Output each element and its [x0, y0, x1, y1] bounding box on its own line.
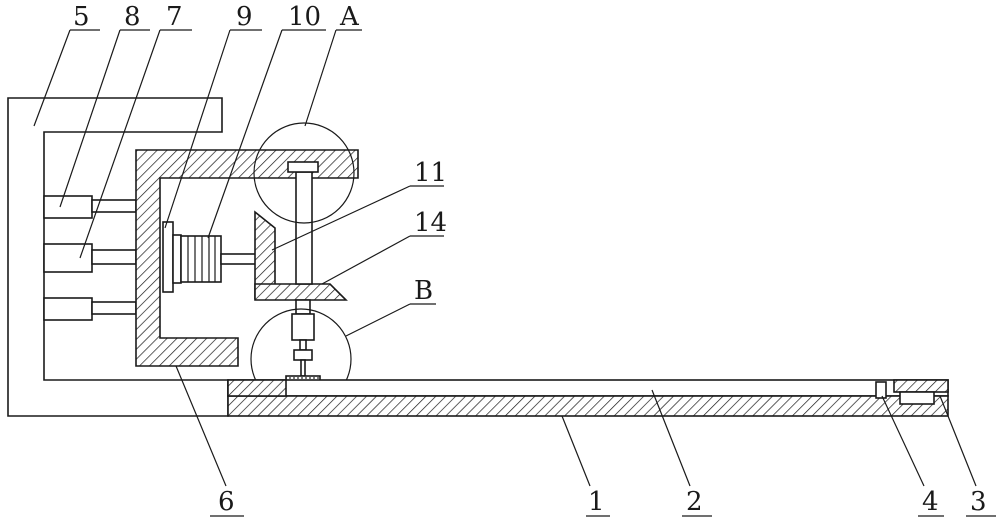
label-5: 5 — [73, 2, 90, 32]
label-3: 3 — [970, 487, 987, 517]
label-11: 11 — [414, 158, 447, 188]
label-2: 2 — [686, 487, 703, 517]
vertical-shaft — [295, 171, 313, 285]
cylinder-middle — [43, 243, 93, 273]
rod-middle — [91, 249, 137, 265]
cylinder-lower — [43, 297, 93, 321]
label-10: 10 — [288, 2, 321, 32]
shaft-lower-link — [293, 349, 313, 361]
part-10-motor — [180, 235, 222, 283]
label-4: 4 — [922, 487, 939, 517]
label-a: A — [339, 2, 360, 32]
shaft-top-cap — [287, 161, 319, 173]
shaft-lower-block — [291, 313, 315, 341]
label-14: 14 — [414, 208, 447, 238]
motor-shaft — [220, 253, 260, 265]
part-4-stop — [875, 381, 887, 399]
label-9: 9 — [236, 2, 253, 32]
part-2-channel — [227, 379, 949, 397]
label-8: 8 — [124, 2, 141, 32]
part-labels: 5 8 7 9 10 A 11 14 B 6 1 2 4 3 — [73, 2, 987, 517]
label-b: B — [414, 276, 433, 306]
shaft-coupling — [295, 299, 311, 315]
part-1-base-left-end — [227, 379, 287, 397]
part-6-bracket — [135, 149, 359, 367]
detail-circle-a — [253, 122, 355, 224]
part-9-plate — [162, 221, 174, 293]
label-1: 1 — [588, 487, 605, 517]
shaft-lower-pin — [300, 359, 306, 377]
cylinder-group — [43, 195, 137, 321]
part-3-end-block — [893, 379, 949, 393]
part-14-bevel-gear — [254, 283, 348, 301]
part-1-base-plate — [227, 395, 949, 417]
part-5-frame — [7, 97, 229, 417]
part-10-motor-body — [172, 234, 182, 284]
leader-lines — [33, 29, 996, 517]
label-6: 6 — [218, 487, 235, 517]
shaft-lower-rod — [299, 339, 307, 351]
label-7: 7 — [166, 2, 183, 32]
cylinder-upper — [43, 195, 93, 219]
rod-lower — [91, 301, 137, 315]
part-3-end-slot — [899, 391, 935, 405]
